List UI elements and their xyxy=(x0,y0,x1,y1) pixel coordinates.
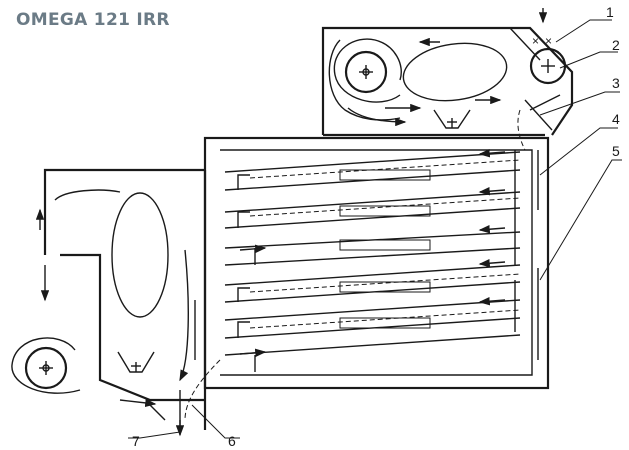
callout-leaders xyxy=(128,19,622,439)
svg-text:×: × xyxy=(545,34,552,48)
upper-fan-housing: × × xyxy=(321,8,574,137)
main-chamber xyxy=(203,109,550,390)
callout-7: 7 xyxy=(132,433,140,449)
lower-fan xyxy=(11,337,81,394)
diagram-title: OMEGA 121 IRR xyxy=(16,10,170,30)
upper-burner-icon xyxy=(433,109,471,129)
callout-6: 6 xyxy=(228,433,236,449)
callout-1: 1 xyxy=(606,4,614,20)
callout-3: 3 xyxy=(612,75,620,91)
callout-4: 4 xyxy=(612,111,620,127)
lower-fan-housing xyxy=(11,168,221,437)
conveyor-belts xyxy=(224,149,539,372)
callout-2: 2 xyxy=(612,37,620,53)
svg-text:×: × xyxy=(532,34,539,48)
lower-burner-icon xyxy=(117,351,155,373)
callout-5: 5 xyxy=(612,143,620,159)
